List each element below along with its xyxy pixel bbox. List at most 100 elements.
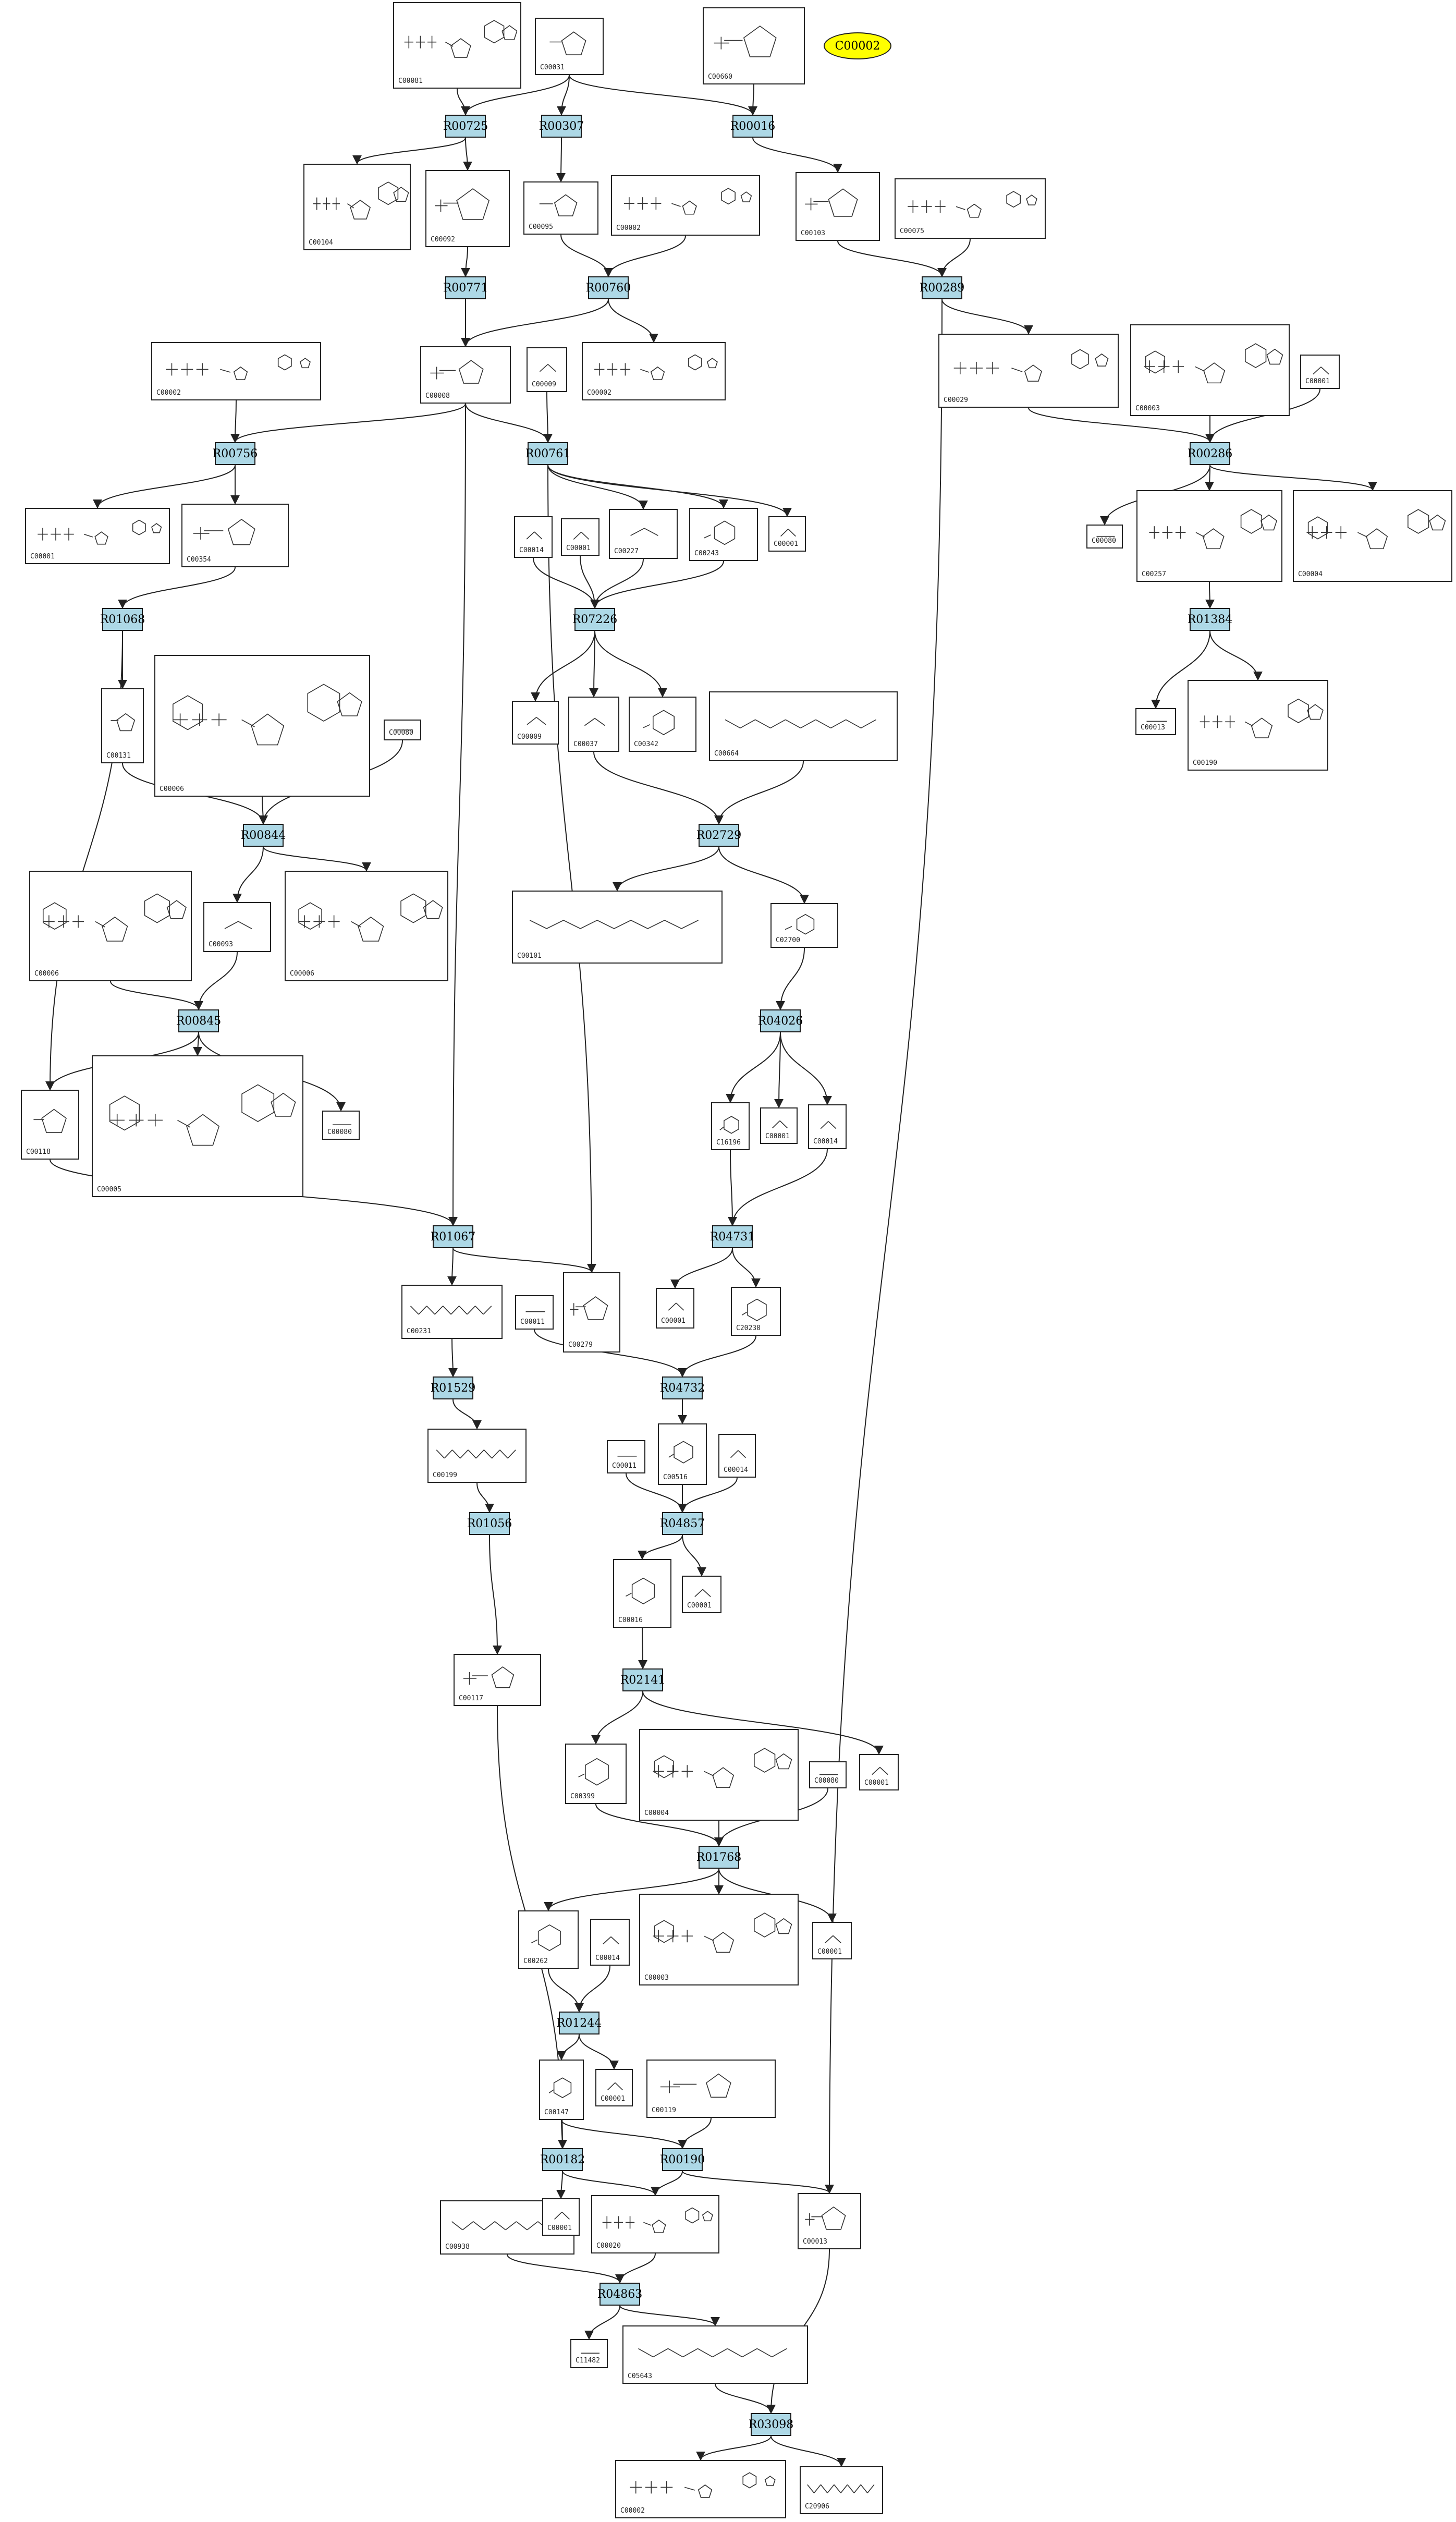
compound-node[interactable]: C00080: [809, 1761, 847, 1788]
compound-node[interactable]: C00080: [1086, 525, 1123, 549]
compound-node[interactable]: C00190: [1188, 680, 1328, 771]
compound-node[interactable]: C00002: [151, 342, 321, 400]
compound-node[interactable]: C00103: [796, 172, 880, 241]
compound-node[interactable]: C00005: [92, 1055, 303, 1197]
compound-node[interactable]: C00227: [609, 509, 678, 559]
compound-node[interactable]: C02700: [770, 903, 838, 948]
compound-node[interactable]: C00093: [203, 902, 271, 952]
compound-node[interactable]: C00009: [527, 347, 567, 392]
compound-node[interactable]: C00004: [1293, 490, 1452, 582]
compound-node[interactable]: C00279: [563, 1272, 620, 1353]
compound-node[interactable]: C00001: [542, 2198, 580, 2236]
compound-node[interactable]: C00001: [859, 1754, 899, 1790]
compound-node[interactable]: C00118: [21, 1090, 79, 1160]
compound-node[interactable]: C00342: [629, 697, 696, 752]
compound-node[interactable]: C00006: [285, 871, 448, 981]
compound-node[interactable]: C00262: [518, 1910, 579, 1969]
reaction-node[interactable]: R01067: [431, 1225, 475, 1248]
compound-node[interactable]: C00399: [565, 1744, 627, 1804]
reaction-node[interactable]: R04732: [660, 1376, 705, 1399]
reaction-node[interactable]: R07226: [572, 608, 617, 631]
compound-node[interactable]: C00104: [303, 164, 411, 250]
compound-node[interactable]: C00660: [703, 7, 805, 84]
reaction-node[interactable]: R00760: [586, 276, 631, 299]
compound-node[interactable]: C00001: [1300, 355, 1340, 389]
compound-node[interactable]: C00075: [895, 178, 1046, 239]
reaction-node[interactable]: R00307: [539, 115, 584, 138]
reaction-node[interactable]: R00182: [540, 2148, 585, 2171]
reaction-node[interactable]: R04863: [597, 2283, 642, 2306]
compound-node[interactable]: C00001: [656, 1288, 694, 1329]
compound-node[interactable]: C00119: [646, 2060, 776, 2118]
compound-node[interactable]: C00147: [539, 2060, 584, 2120]
compound-node[interactable]: C00003: [639, 1894, 799, 1985]
compound-node[interactable]: C00257: [1136, 490, 1282, 582]
reaction-node[interactable]: R03098: [749, 2413, 793, 2436]
compound-node[interactable]: C20906: [800, 2466, 883, 2514]
compound-node[interactable]: C00011: [515, 1295, 554, 1330]
reaction-node[interactable]: R00016: [730, 115, 775, 138]
reaction-node[interactable]: R01068: [100, 608, 145, 631]
compound-node[interactable]: C00664: [709, 691, 898, 761]
compound-node[interactable]: C00080: [384, 720, 421, 740]
compound-node[interactable]: C00354: [181, 504, 289, 567]
compound-node[interactable]: C00020: [591, 2195, 719, 2253]
reaction-node[interactable]: R00845: [176, 1009, 221, 1032]
reaction-node[interactable]: R04026: [758, 1009, 803, 1032]
compound-node[interactable]: C00004: [639, 1729, 799, 1821]
compound-node[interactable]: C05643: [622, 2325, 808, 2384]
compound-node[interactable]: C00006: [29, 871, 192, 981]
compound-node[interactable]: C00013: [798, 2193, 861, 2249]
compound-node[interactable]: C00029: [938, 334, 1119, 408]
reaction-node[interactable]: R00761: [525, 442, 570, 465]
reaction-node[interactable]: R01768: [696, 1846, 741, 1869]
reaction-node[interactable]: R01384: [1188, 608, 1232, 631]
compound-node[interactable]: C00002: [611, 175, 760, 236]
reaction-node[interactable]: R00289: [920, 276, 964, 299]
compound-node[interactable]: C00001: [812, 1922, 852, 1959]
compound-node[interactable]: C00016: [613, 1559, 671, 1628]
compound-node[interactable]: C00131: [101, 688, 144, 763]
compound-node[interactable]: C00117: [454, 1654, 541, 1706]
compound-node[interactable]: C00081: [393, 2, 521, 89]
compound-node[interactable]: C00101: [512, 891, 723, 964]
compound-node[interactable]: C00243: [689, 508, 758, 561]
compound-node[interactable]: C11482: [570, 2339, 608, 2368]
reaction-node[interactable]: R00771: [443, 276, 488, 299]
compound-node[interactable]: C00003: [1130, 324, 1290, 416]
reaction-node[interactable]: R04857: [660, 1512, 705, 1535]
compound-node[interactable]: C00001: [682, 1576, 721, 1613]
compound-node[interactable]: C00095: [523, 181, 598, 235]
compound-node[interactable]: C00011: [607, 1440, 645, 1473]
reaction-node[interactable]: R00286: [1188, 442, 1232, 465]
reaction-node[interactable]: R00725: [443, 115, 488, 138]
reaction-node[interactable]: R00756: [213, 442, 258, 465]
compound-node[interactable]: C00013: [1135, 708, 1176, 735]
compound-node[interactable]: C00008: [420, 346, 511, 404]
compound-node[interactable]: C00001: [25, 508, 170, 564]
compound-node[interactable]: C00014: [718, 1434, 756, 1478]
compound-node[interactable]: C00002: [582, 342, 726, 400]
compound-node[interactable]: C00001: [561, 518, 599, 556]
reaction-node[interactable]: R04731: [710, 1225, 755, 1248]
compound-node[interactable]: C00009: [512, 701, 559, 745]
compound-node[interactable]: C00014: [808, 1104, 847, 1149]
compound-node[interactable]: C00006: [154, 655, 370, 797]
compound-node[interactable]: C00231: [401, 1285, 503, 1339]
reaction-node[interactable]: R00190: [660, 2148, 705, 2171]
compound-node[interactable]: C00001: [768, 516, 806, 552]
compound-node[interactable]: C00037: [568, 697, 619, 752]
compound-node[interactable]: C00080: [322, 1111, 360, 1140]
compound-node[interactable]: C00516: [658, 1423, 707, 1485]
compound-node[interactable]: C00014: [514, 516, 553, 558]
compound-node[interactable]: C00001: [595, 2069, 633, 2106]
compound-node[interactable]: C00001: [760, 1107, 798, 1144]
reaction-node[interactable]: R01056: [467, 1512, 512, 1535]
highlight-compound[interactable]: C00002: [824, 32, 891, 59]
compound-node[interactable]: C00002: [615, 2460, 786, 2518]
reaction-node[interactable]: R01529: [431, 1376, 475, 1399]
compound-node[interactable]: C00031: [535, 18, 604, 75]
reaction-node[interactable]: R00844: [241, 824, 286, 847]
reaction-node[interactable]: R01244: [557, 2012, 602, 2034]
compound-node[interactable]: C00199: [427, 1429, 527, 1483]
